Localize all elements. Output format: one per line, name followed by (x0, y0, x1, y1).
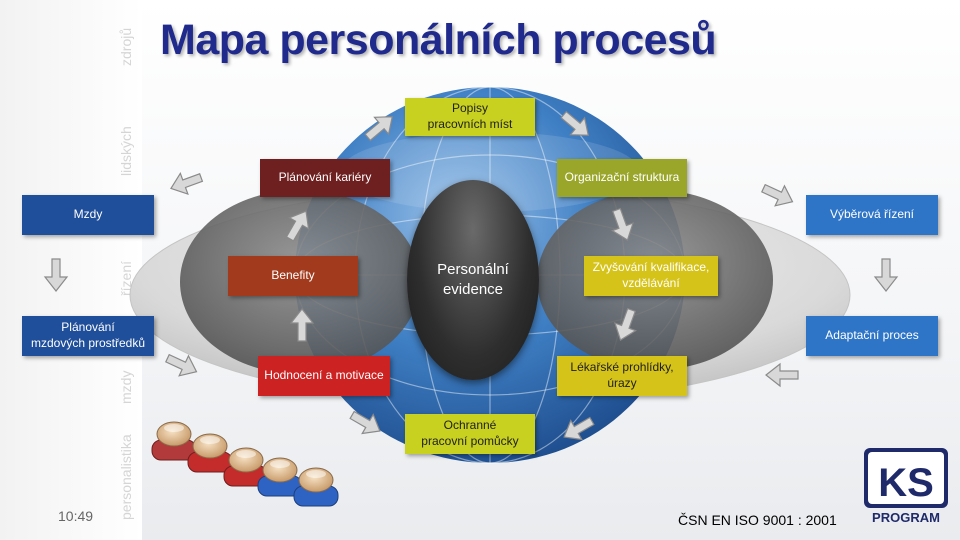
arrow-icon (349, 410, 381, 435)
arrow-icon (873, 258, 899, 292)
arrow-icon (761, 183, 794, 207)
arrow-icon (610, 207, 634, 241)
people-icon (151, 421, 339, 507)
box-hodnoceni-label: Hodnocení a motivace (264, 368, 384, 383)
box-hodnoceni-a-motivace: Hodnocení a motivace (258, 356, 390, 396)
logo-letters: KS (878, 461, 934, 505)
arrow-icon (170, 171, 204, 195)
arrow-icon (560, 110, 590, 136)
arrow-icon (165, 353, 198, 377)
box-lekarske-label: Lékařské prohlídky, úrazy (570, 360, 674, 390)
box-benefity-label: Benefity (271, 268, 315, 283)
box-popisy-label: Popisy pracovních míst (427, 101, 513, 131)
iso-norm-text: ČSN EN ISO 9001 : 2001 (678, 512, 837, 528)
box-kvalifikace-label: Zvyšování kvalifikace, vzdělávání (592, 260, 710, 290)
arrow-icon (563, 416, 595, 441)
box-adaptacni-proces: Adaptační proces (806, 316, 938, 356)
box-vyberova-rizeni: Výběrová řízení (806, 195, 938, 235)
slide-time: 10:49 (58, 508, 94, 524)
arrow-icon (289, 308, 315, 342)
box-vyberova-label: Výběrová řízení (829, 207, 915, 222)
arrow-icon (364, 116, 394, 142)
box-benefity: Benefity (228, 256, 358, 296)
arrow-icon (765, 362, 799, 388)
page-title: Mapa personálních procesů (160, 16, 717, 64)
box-lekarske-prohlidky: Lékařské prohlídky, úrazy (557, 356, 687, 396)
box-ochranne-pomucky: Ochranné pracovní pomůcky (405, 414, 535, 454)
box-organizacni-struktura: Organizační struktura (557, 159, 687, 197)
box-mzdy: Mzdy (22, 195, 154, 235)
box-planovani-kariery: Plánování kariéry (260, 159, 390, 197)
box-popisy-pracovnich-mist: Popisy pracovních míst (405, 98, 535, 136)
box-zvysovani-kvalifikace: Zvyšování kvalifikace, vzdělávání (584, 256, 718, 296)
box-planovani-mzdovych-prostredku: Plánování mzdových prostředků (22, 316, 154, 356)
center-personalni-evidence: Personální evidence (407, 180, 539, 380)
logo-name: PROGRAM (872, 510, 940, 525)
center-label: Personální evidence (437, 260, 509, 298)
side-strip (0, 0, 142, 540)
arrow-icon (614, 307, 638, 341)
ks-program-logo: KS (864, 448, 948, 508)
box-adaptacni-label: Adaptační proces (825, 328, 919, 343)
box-kariera-label: Plánování kariéry (278, 170, 372, 185)
box-ochranne-label: Ochranné pracovní pomůcky (421, 418, 519, 448)
box-planovani-mzdovych-label: Plánování mzdových prostředků (30, 320, 146, 350)
arrow-icon (285, 210, 310, 242)
box-mzdy-label: Mzdy (73, 207, 103, 222)
box-organizace-label: Organizační struktura (564, 170, 680, 185)
arrow-icon (43, 258, 69, 292)
